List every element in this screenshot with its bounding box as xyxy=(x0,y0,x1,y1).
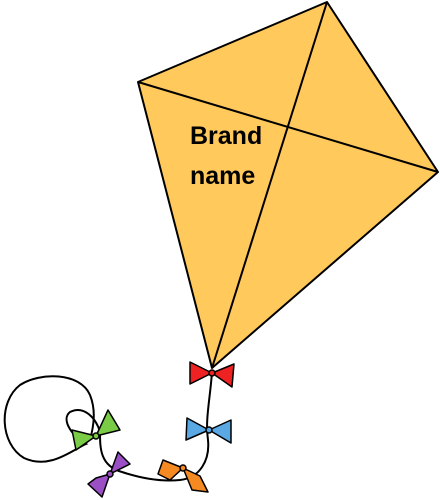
kite-body xyxy=(137,1,439,369)
brand-label-line2: name xyxy=(190,162,255,190)
green-bow-icon xyxy=(71,409,121,451)
blue-bow-icon xyxy=(185,417,232,444)
purple-bow-icon xyxy=(87,451,131,498)
red-bow-icon xyxy=(189,361,235,388)
kite-spar-vertical xyxy=(211,1,328,369)
orange-bow-icon xyxy=(157,459,209,493)
brand-label-line1: Brand xyxy=(190,122,262,150)
kite-spar-horizontal xyxy=(137,81,439,173)
